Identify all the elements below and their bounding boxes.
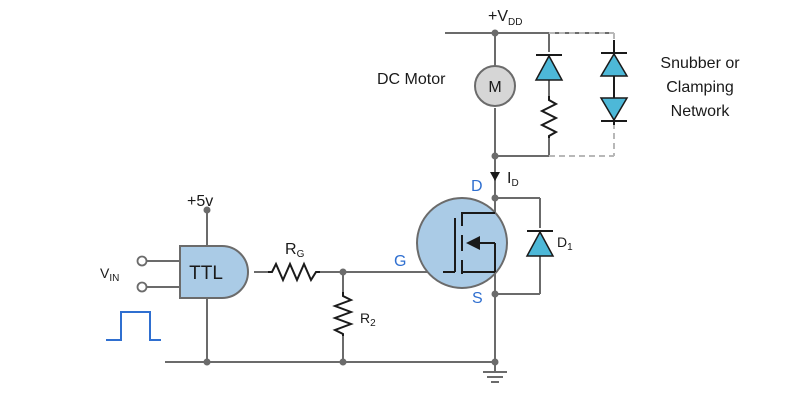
input-terminals (136, 255, 148, 293)
d1-label: D1 (557, 234, 573, 253)
drain-current-arrow-icon (490, 172, 500, 181)
gate-resistor-icon (268, 261, 320, 283)
clamping-diodes-icon (599, 40, 629, 125)
snubber-network-outline (549, 32, 615, 157)
source-terminal-label: S (472, 290, 483, 307)
dc-motor-label: DC Motor (377, 71, 446, 88)
ttl-label: TTL (189, 263, 223, 284)
r2-label: R2 (360, 310, 376, 329)
junction-dots (203, 29, 499, 366)
snubber-resistor-icon (539, 96, 559, 138)
flyback-diode-icon (525, 230, 555, 257)
pulldown-resistor-icon (332, 292, 354, 336)
snubber-label-line1: Snubber or (660, 55, 740, 72)
plus-5v-label: +5v (187, 193, 213, 210)
snubber-diode-icon (534, 54, 564, 81)
snubber-label-line3: Network (671, 103, 731, 120)
vdd-label: +VDD (488, 8, 522, 28)
gate-terminal-label: G (394, 253, 406, 270)
ground-icon (483, 371, 507, 383)
rg-label: RG (285, 241, 305, 260)
dc-motor: M (474, 65, 516, 107)
input-pulse-icon (106, 311, 161, 341)
ttl-gate: TTL (179, 245, 249, 299)
motor-symbol-label: M (488, 79, 501, 96)
drain-current-label: ID (507, 170, 519, 189)
drain-terminal-label: D (471, 178, 483, 195)
snubber-label-line2: Clamping (666, 79, 734, 96)
mosfet-transistor (416, 197, 508, 289)
wires (146, 32, 614, 372)
vin-label: VIN (100, 265, 119, 284)
